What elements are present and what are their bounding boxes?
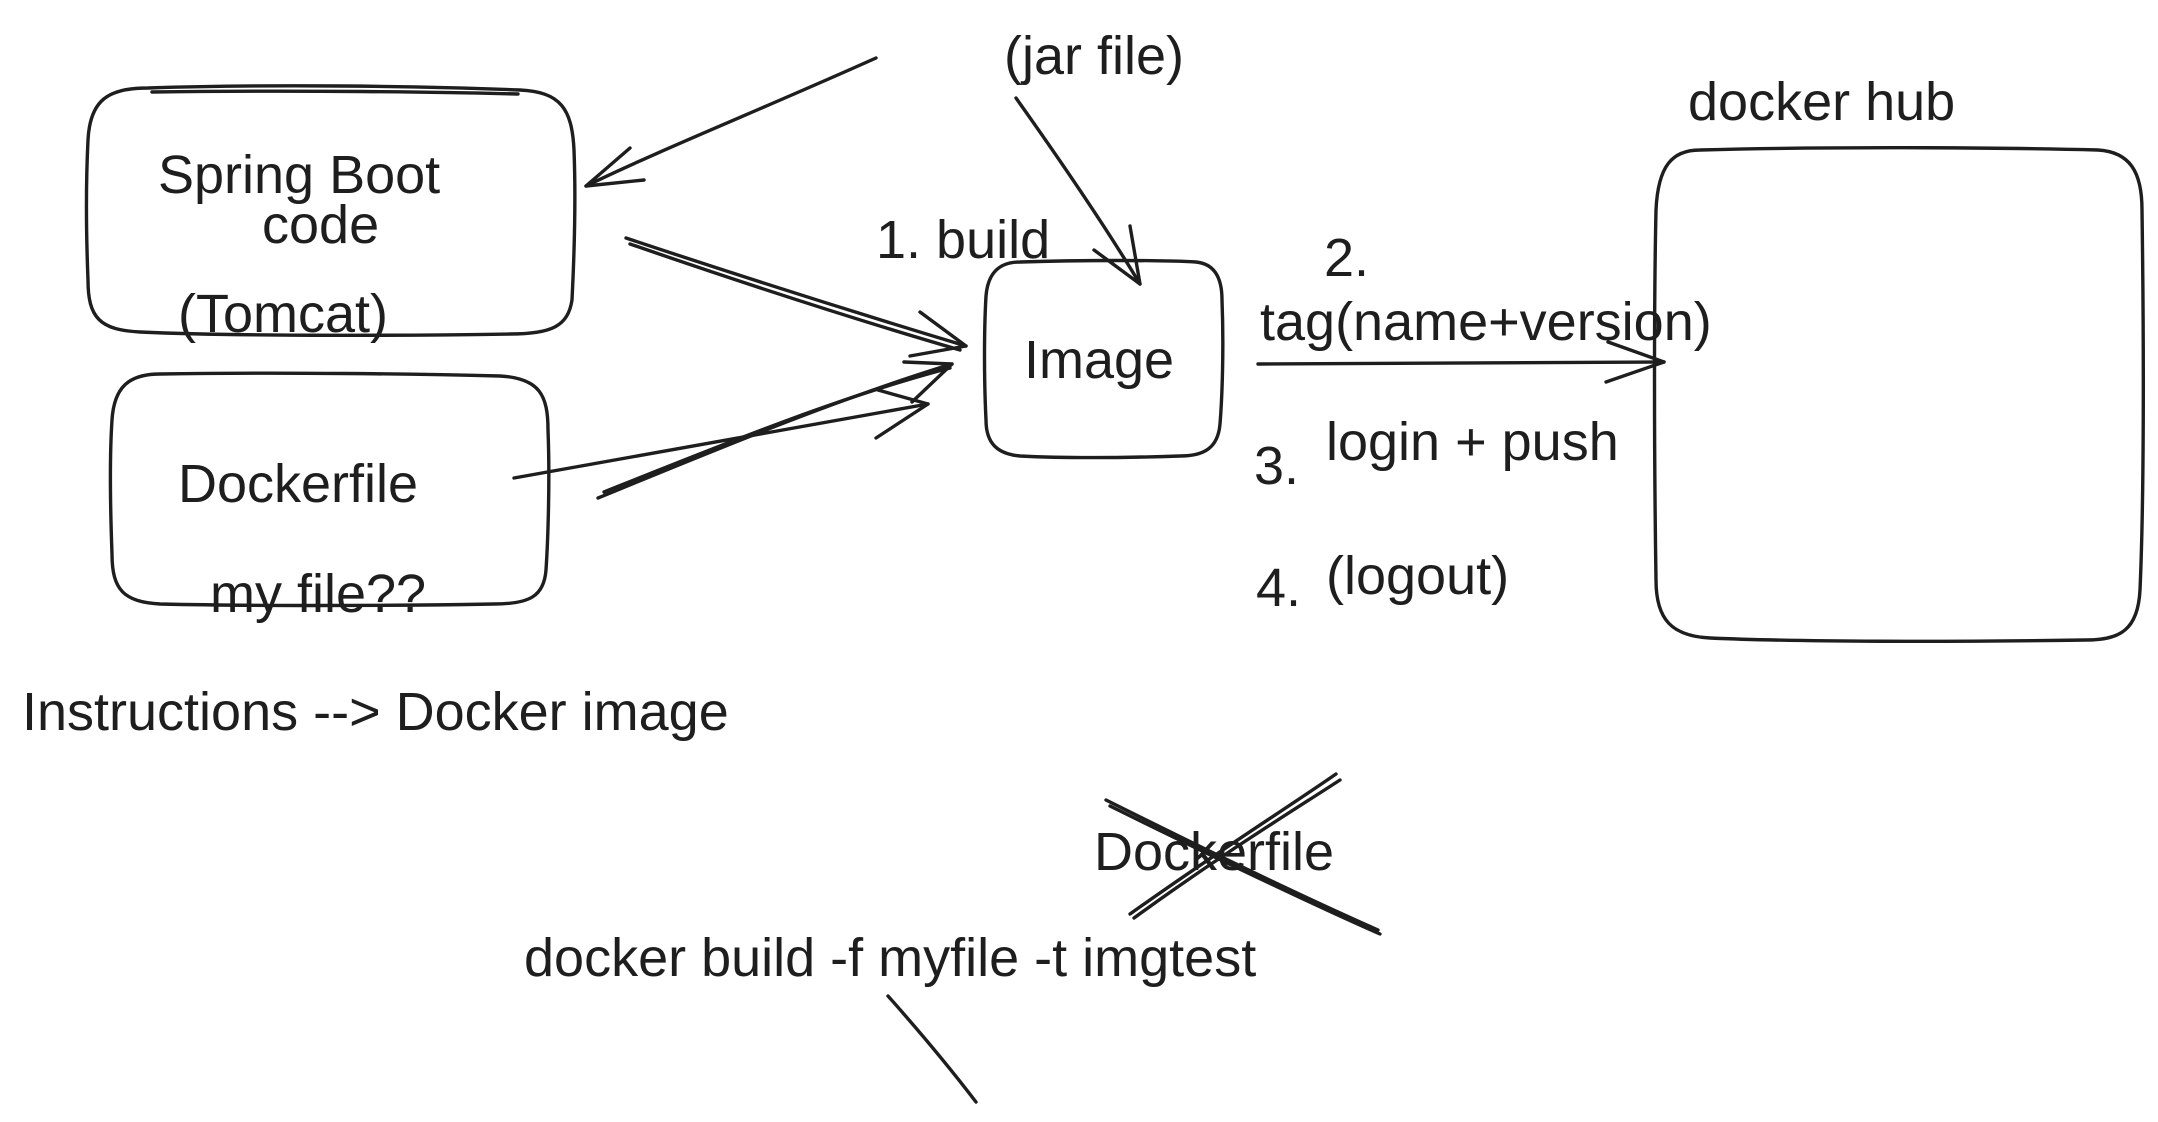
build-label: 1. build	[876, 210, 1050, 270]
image-label: Image	[1024, 330, 1174, 390]
instructions-label: Instructions --> Docker image	[22, 682, 729, 742]
jar-to-image-arrow	[1014, 96, 1142, 286]
image-to-dockerhub-arrow	[1256, 340, 1666, 384]
step4-number: 4.	[1256, 558, 1301, 618]
step2-number: 2.	[1324, 228, 1369, 288]
step2-text: tag(name+version)	[1260, 292, 1712, 352]
dockerfile-label: Dockerfile	[178, 454, 418, 514]
dockerfile-box	[108, 371, 551, 608]
step4-text: (logout)	[1326, 546, 1509, 606]
spring-boot-label-line2: code	[262, 195, 379, 255]
docker-build-command: docker build -f myfile -t imgtest	[524, 928, 1256, 988]
spring-boot-box	[84, 84, 577, 338]
cross-out-mark	[1104, 772, 1382, 936]
pointer-stroke	[886, 994, 978, 1104]
jar-file-label: (jar file)	[1004, 26, 1184, 86]
docker-hub-box	[1652, 145, 2146, 644]
docker-hub-label: docker hub	[1688, 72, 1955, 132]
step3-text: login + push	[1326, 412, 1619, 472]
tomcat-label: (Tomcat)	[178, 284, 388, 344]
spring-to-image-arrow	[624, 236, 968, 358]
dockerfile-to-image-arrows	[512, 360, 954, 500]
image-box	[982, 258, 1225, 460]
my-file-label: my file??	[210, 564, 426, 624]
step3-number: 3.	[1254, 436, 1299, 496]
jar-to-spring-arrow	[584, 56, 878, 188]
spring-boot-label-line1: Spring Boot	[158, 145, 440, 205]
